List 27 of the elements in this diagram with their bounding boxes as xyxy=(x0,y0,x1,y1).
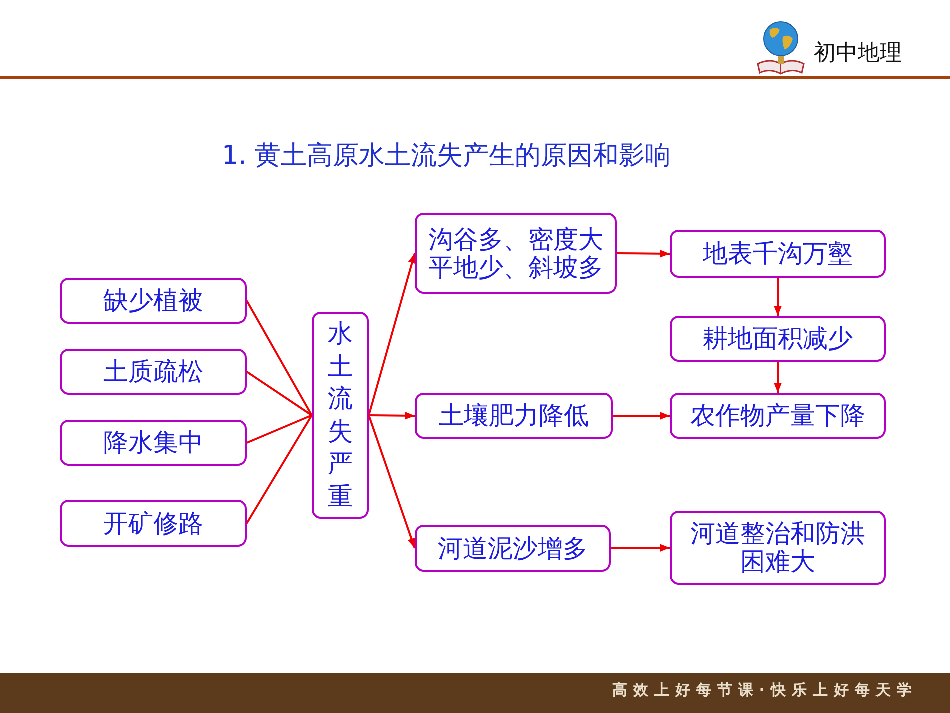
process-box: 水土流失严重 xyxy=(312,312,369,519)
process-box: 开矿修路 xyxy=(60,500,247,547)
connector-line xyxy=(246,414,312,444)
process-box: 降水集中 xyxy=(60,420,247,466)
slogan-text: 高效上好每节课·快乐上好每天学 xyxy=(612,681,918,700)
slide-title: 1. 黄土高原水土流失产生的原因和影响 xyxy=(222,140,672,173)
process-box: 河道整治和防洪困难大 xyxy=(670,511,886,585)
process-box: 地表千沟万壑 xyxy=(670,230,886,278)
process-box: 农作物产量下降 xyxy=(670,393,886,439)
subject-label: 初中地理 xyxy=(814,40,902,68)
connector-line xyxy=(246,414,313,524)
connector-line xyxy=(246,300,313,416)
arrow xyxy=(368,412,416,420)
process-box: 沟谷多、密度大平地少、斜坡多 xyxy=(415,213,617,294)
connector-line xyxy=(246,371,313,416)
process-box: 土壤肥力降低 xyxy=(415,393,613,439)
process-box: 缺少植被 xyxy=(60,278,247,324)
arrow xyxy=(774,362,782,393)
arrow xyxy=(774,278,782,316)
arrow xyxy=(368,415,416,549)
arrow xyxy=(613,412,670,420)
arrow xyxy=(610,544,670,552)
process-box: 河道泥沙增多 xyxy=(415,525,611,572)
process-box: 土质疏松 xyxy=(60,349,247,395)
process-box: 耕地面积减少 xyxy=(670,316,886,362)
arrow xyxy=(368,253,416,416)
arrow xyxy=(616,250,670,258)
